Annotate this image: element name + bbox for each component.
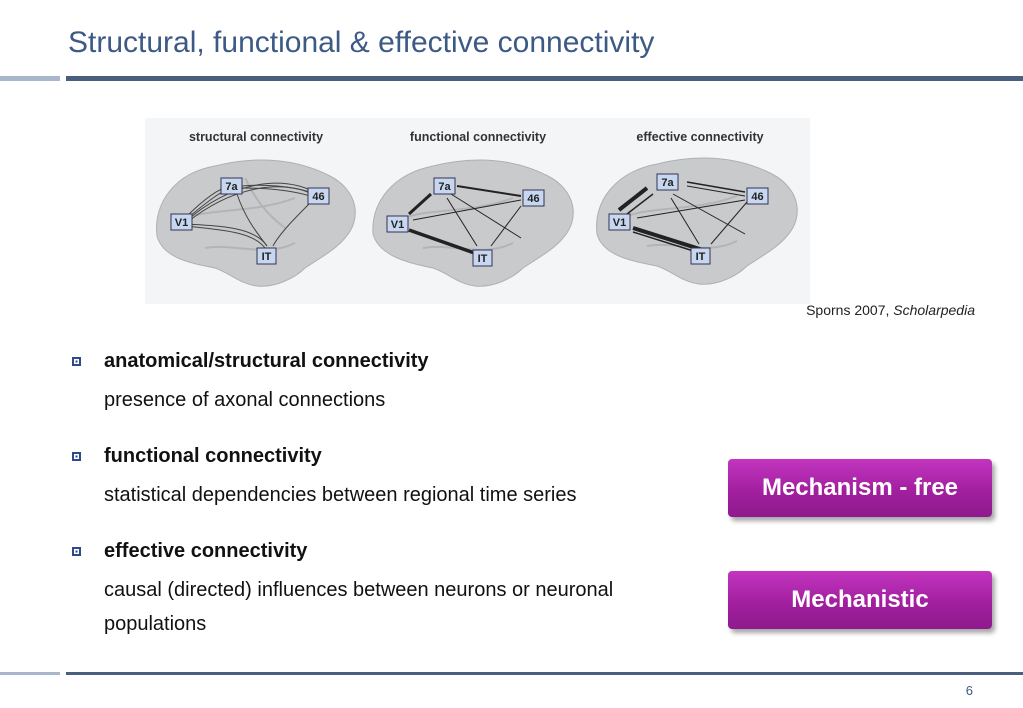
citation-authors: Sporns 2007, [806, 302, 894, 318]
panel-label: functional connectivity [409, 130, 547, 144]
panel-label: structural connectivity [188, 130, 324, 144]
bullet-heading: anatomical/structural connectivity [104, 350, 429, 372]
bullet-description: statistical dependencies between regiona… [104, 484, 577, 506]
node-label: V1 [175, 217, 188, 229]
node-label: 7a [661, 177, 674, 189]
citation-journal: Scholarpedia [893, 302, 975, 318]
node-label: IT [478, 253, 488, 265]
square-bullet-icon [72, 547, 81, 556]
functional-panel: functional connectivity 7a 46 V1 [367, 118, 589, 304]
top-rule-left [0, 76, 60, 81]
bullet-description: causal (directed) influences between neu… [104, 579, 614, 635]
node-label: 46 [312, 191, 324, 203]
bullet-description: presence of axonal connections [104, 389, 386, 411]
mechanistic-label: Mechanistic [728, 571, 992, 629]
square-bullet-icon [72, 452, 81, 461]
connectivity-figure: structural connectivity 7a 46 V1 IT [145, 118, 810, 304]
node-label: 7a [438, 181, 451, 193]
node-label: IT [262, 251, 272, 263]
brain-diagram: 7a 46 V1 IT [372, 159, 574, 287]
node-label: 46 [751, 191, 763, 203]
node-label: V1 [391, 219, 404, 231]
node-label: 7a [225, 181, 238, 193]
bottom-rule-left [0, 672, 60, 675]
node-label: IT [696, 251, 706, 263]
structural-panel: structural connectivity 7a 46 V1 IT [145, 118, 367, 304]
bullet-heading: functional connectivity [104, 445, 322, 467]
page-number: 6 [965, 683, 973, 698]
node-label: 46 [527, 193, 539, 205]
panel-label: effective connectivity [636, 130, 764, 144]
mechanism-free-label: Mechanism - free [728, 459, 992, 517]
node-label: V1 [613, 217, 626, 229]
top-rule [66, 76, 1023, 81]
bottom-rule [66, 672, 1023, 675]
slide-title: Structural, functional & effective conne… [68, 26, 655, 59]
effective-panel: effective connectivity 7a 46 [589, 118, 811, 304]
brain-diagram: 7a 46 V1 IT [596, 157, 798, 285]
square-bullet-icon [72, 357, 81, 366]
bullet-heading: effective connectivity [104, 540, 308, 562]
figure-citation: Sporns 2007, Scholarpedia [806, 302, 975, 318]
brain-diagram: 7a 46 V1 IT [156, 159, 356, 287]
